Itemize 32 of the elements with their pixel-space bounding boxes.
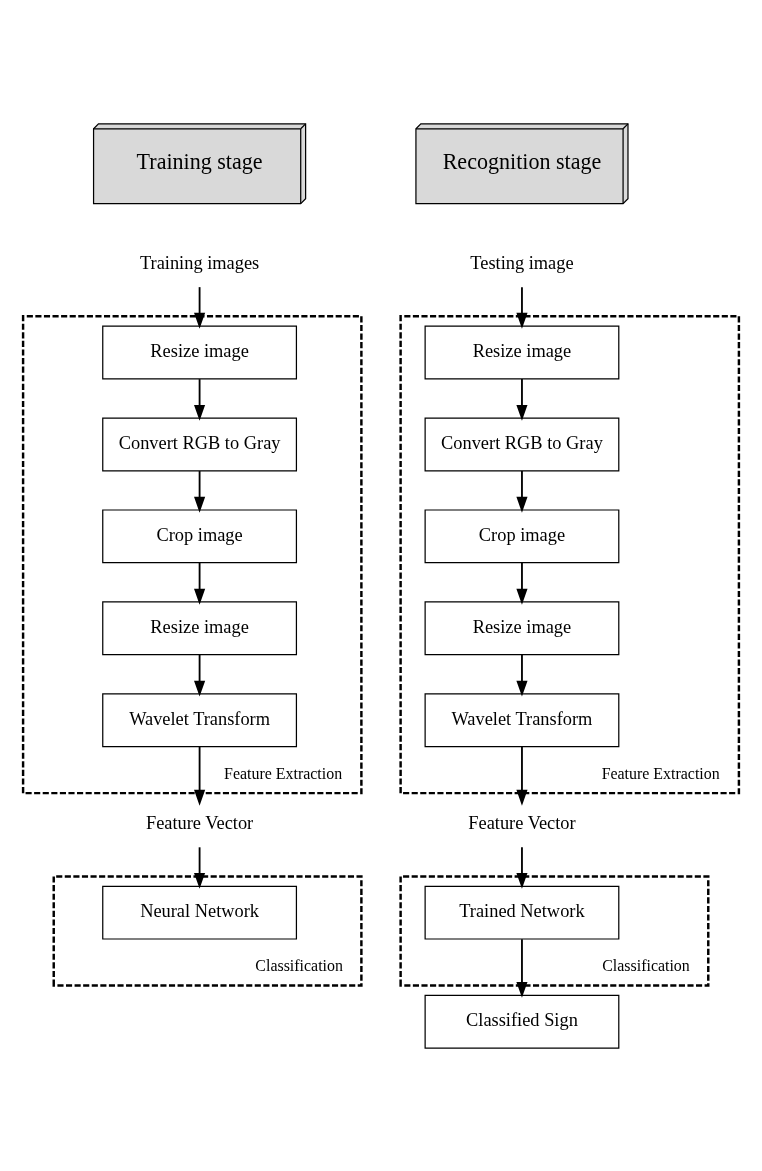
arrow bbox=[516, 845, 528, 889]
node-box: Resize image bbox=[102, 325, 298, 379]
node-box: Crop image bbox=[424, 508, 620, 563]
node-box: Neural Network bbox=[102, 885, 298, 940]
node-text: Testing image bbox=[470, 252, 574, 273]
arrow bbox=[194, 377, 206, 421]
node-text: Feature Vector bbox=[468, 812, 576, 833]
node-box: Resize image bbox=[424, 600, 620, 655]
arrow bbox=[194, 745, 206, 806]
node-text: Training images bbox=[139, 252, 260, 273]
arrow bbox=[516, 285, 528, 329]
node-box: Convert RGB to Gray bbox=[102, 416, 298, 471]
node-box: Trained Network bbox=[424, 885, 620, 940]
node-box: Convert RGB to Gray bbox=[424, 416, 620, 471]
arrow bbox=[194, 285, 206, 329]
node-box: Resize image bbox=[102, 600, 298, 655]
arrow bbox=[516, 561, 528, 605]
node-box: Classified Sign bbox=[424, 994, 620, 1049]
node-text: Feature Vector bbox=[145, 812, 254, 833]
node-box: Crop image bbox=[102, 508, 298, 563]
node-box: Wavelet Transform bbox=[102, 692, 298, 747]
arrow bbox=[194, 845, 206, 889]
arrow bbox=[194, 653, 206, 697]
arrow bbox=[516, 937, 528, 998]
arrow bbox=[516, 469, 528, 513]
arrow bbox=[516, 653, 528, 697]
arrow bbox=[194, 561, 206, 605]
arrow bbox=[516, 377, 528, 421]
arrow bbox=[194, 469, 206, 513]
node-box: Resize image bbox=[424, 325, 620, 379]
node-box: Wavelet Transform bbox=[424, 692, 620, 747]
arrow bbox=[516, 745, 528, 806]
